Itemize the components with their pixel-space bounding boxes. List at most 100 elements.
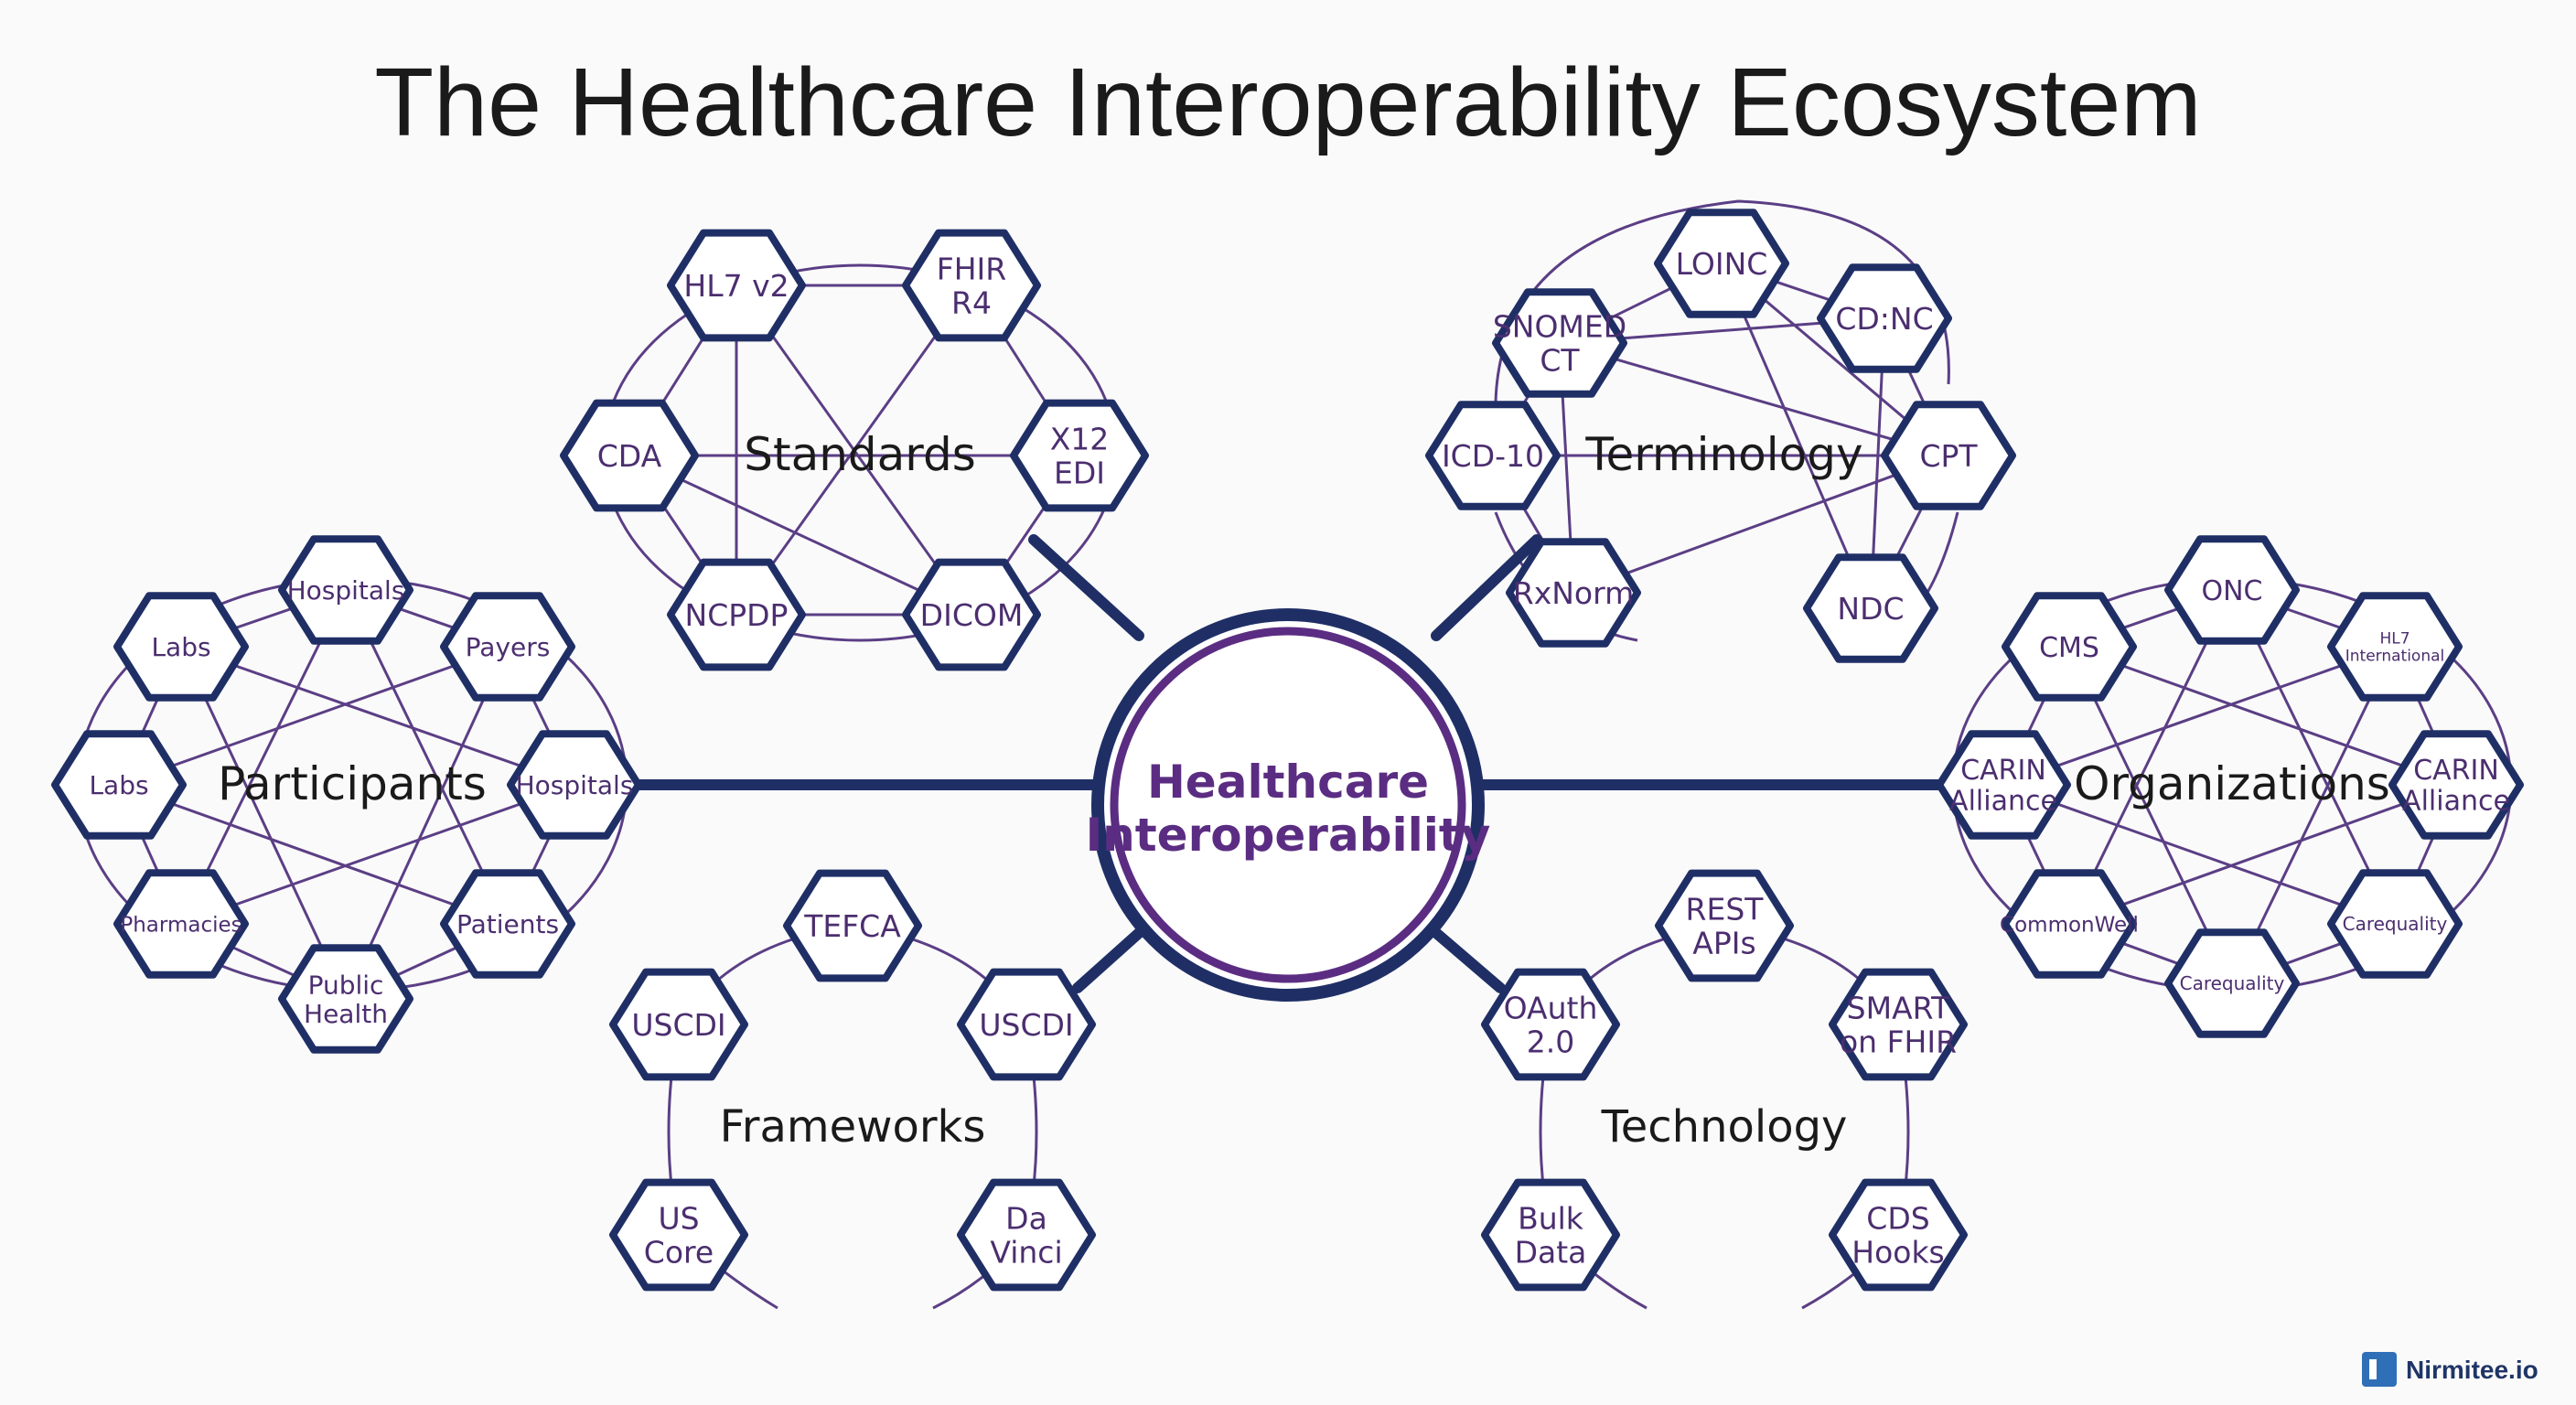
organizations-link-14 xyxy=(2067,646,2234,984)
organizations-node-label-line: Alliance xyxy=(1949,786,2057,818)
organizations-link-15 xyxy=(2230,646,2397,984)
participants-node-hospitals: Hospitals xyxy=(278,535,413,645)
standards-node-label-line: FHIR xyxy=(937,251,1006,286)
participants-node-label-line: Hospitals xyxy=(287,575,405,606)
participants-cluster-label: Participants xyxy=(218,757,487,810)
frameworks-node-label-line: USCDI xyxy=(979,1007,1073,1043)
participants-node-hexagon xyxy=(278,535,413,645)
participants-node-label: Hospitals xyxy=(287,575,405,606)
participants-link-9 xyxy=(179,589,348,925)
participants-node-label-line: Hospitals xyxy=(516,770,634,800)
organizations-node-label-line: International xyxy=(2345,648,2445,666)
participants-node-label-line: Labs xyxy=(151,632,210,662)
participants-node-hexagon xyxy=(278,944,413,1054)
organizations-node-label-line: Carequality xyxy=(2180,972,2285,994)
nirmitee-logo-icon xyxy=(2362,1352,2397,1387)
technology-node-hexagon xyxy=(1829,968,1968,1081)
technology-node-label-line: 2.0 xyxy=(1527,1024,1574,1059)
terminology-node-label-line: SNOMED xyxy=(1493,308,1626,344)
frameworks-node-uscdi: USCDI xyxy=(609,968,748,1081)
participants-link-13 xyxy=(118,783,509,926)
terminology-cluster-label: Terminology xyxy=(1584,428,1862,481)
participants-node-hexagon xyxy=(113,592,249,702)
standards-node-label-line: R4 xyxy=(951,284,992,320)
organizations-node-carequality: Carequality xyxy=(2327,869,2463,979)
standards-node-ncpdp: NCPDP xyxy=(667,558,806,671)
technology-node-label-line: APIs xyxy=(1692,925,1755,960)
organizations-node-label: CMS xyxy=(2039,632,2099,664)
technology-node-label-line: Bulk xyxy=(1518,1200,1584,1236)
participants-node-label-line: Labs xyxy=(89,770,148,800)
participants-node-hexagon xyxy=(507,730,642,840)
organizations-node-hexagon xyxy=(1936,730,2071,840)
organizations-link-9 xyxy=(2067,589,2234,925)
terminology-node-label: NDC xyxy=(1837,591,1904,627)
frameworks-node-label-line: US xyxy=(658,1200,699,1236)
organizations-node-hexagon xyxy=(2388,730,2524,840)
organizations-node-label-line: CommonWell xyxy=(2000,913,2139,937)
organizations-node-label-line: CARIN xyxy=(1960,755,2046,787)
technology-node-label-line: REST xyxy=(1686,891,1765,927)
technology-node-hexagon xyxy=(1829,1178,1968,1292)
organizations-node-hexagon xyxy=(2164,928,2300,1038)
terminology-link-12 xyxy=(1572,454,1949,595)
terminology-node-label: RxNorm xyxy=(1513,575,1634,611)
center-hub-label-line: Healthcare xyxy=(1147,756,1429,809)
participants-node-hexagon xyxy=(51,730,187,840)
terminology-node-cpt: CPT xyxy=(1881,401,2016,510)
standards-node-label-line: NCPDP xyxy=(685,597,789,633)
technology-cluster-label: Technology xyxy=(1601,1101,1848,1153)
frameworks-node-tefca: TEFCA xyxy=(783,869,922,982)
standards-node-hexagon xyxy=(667,229,806,342)
center-hub-label-line: Interoperability xyxy=(1086,809,1491,862)
organizations-node-hexagon xyxy=(2327,592,2463,702)
standards-node-label: HL7 v2 xyxy=(683,268,789,304)
standards-node-cda: CDA xyxy=(560,399,699,512)
frameworks-node-hexagon xyxy=(783,869,922,982)
nirmitee-logo-icon-bar xyxy=(2369,1359,2377,1379)
terminology-node-icd-10: ICD-10 xyxy=(1425,401,1561,510)
terminology-node-label: CD:NC xyxy=(1835,301,1933,337)
frameworks-node-label-line: Core xyxy=(644,1234,714,1270)
terminology-node-label: LOINC xyxy=(1676,246,1768,282)
organizations-node-label-line: ONC xyxy=(2201,575,2262,607)
participants-node-patients: Patients xyxy=(440,869,575,979)
brand-watermark: Nirmitee.io xyxy=(2362,1352,2538,1387)
technology-node-label-line: SMART xyxy=(1847,990,1951,1025)
brand-name: Nirmitee.io xyxy=(2406,1356,2538,1384)
frameworks-node-label-line: USCDI xyxy=(631,1007,725,1043)
organizations-node-label-line: Alliance xyxy=(2402,786,2510,818)
technology-node-label-line: CDS xyxy=(1866,1200,1929,1236)
terminology-node-label-line: ICD-10 xyxy=(1442,438,1544,474)
organizations-node-label: CommonWell xyxy=(2000,913,2139,937)
participants-node-label: Patients xyxy=(456,909,559,939)
standards-link-8 xyxy=(735,284,973,616)
technology-node-label-line: Data xyxy=(1515,1234,1587,1270)
terminology-node-hexagon xyxy=(1803,553,1938,663)
frameworks-node-hexagon xyxy=(957,1178,1096,1292)
participants-node-hexagon xyxy=(440,869,575,979)
frameworks-node-uscdi: USCDI xyxy=(957,968,1096,1081)
center-hub-outer-ring xyxy=(1091,608,1485,1002)
technology-node-label-line: OAuth xyxy=(1504,990,1598,1025)
organizations-node-commonwell: CommonWell xyxy=(2000,869,2139,979)
diagram-title: The Healthcare Interoperability Ecosyste… xyxy=(374,48,2201,156)
participants-link-11 xyxy=(118,645,509,787)
standards-node-label: NCPDP xyxy=(685,597,789,633)
participants-node-label-line: Payers xyxy=(466,632,551,662)
